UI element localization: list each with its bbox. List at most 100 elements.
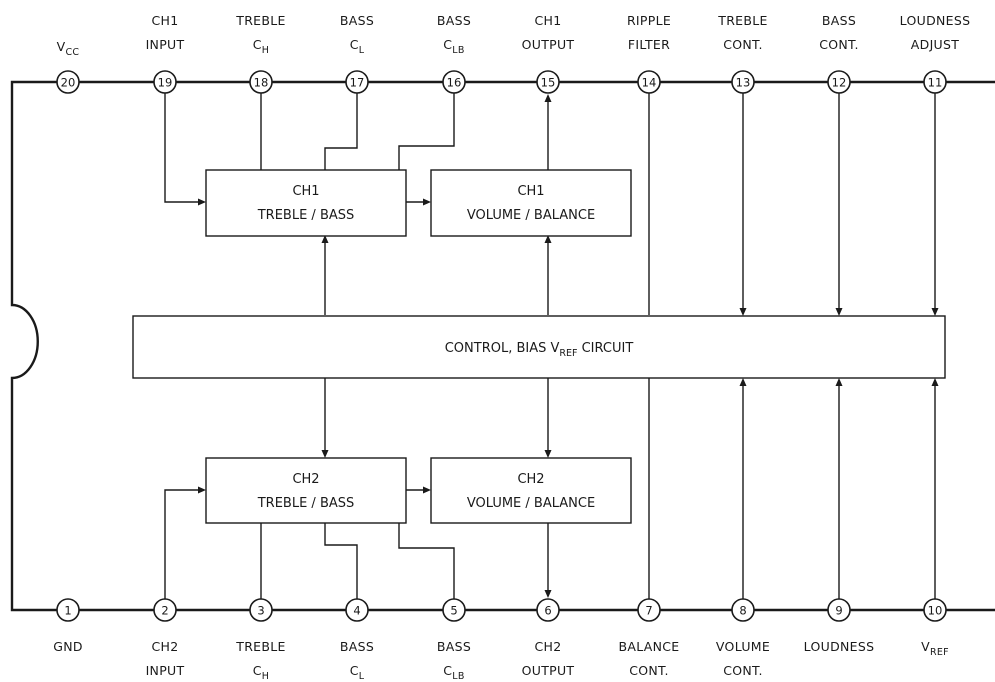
pin-circle	[442, 598, 466, 622]
arrow-down-ch2-vol	[544, 450, 552, 458]
arrow-into-ch2-tone	[198, 486, 206, 494]
top-pin-row: 20VCC19CH1INPUT18TREBLECH17BASSCL16BASSC…	[56, 13, 971, 94]
pin-label: CL	[350, 37, 365, 56]
pin-circle	[923, 70, 947, 94]
pin-number: 1	[64, 604, 71, 618]
pin-circle	[56, 70, 80, 94]
pin-label: FILTER	[628, 37, 670, 52]
pin-number: 16	[447, 76, 462, 90]
wire-pin5	[398, 523, 455, 599]
pin-13: 13 TREBLE CONT.	[717, 13, 767, 94]
block-label: CH1	[292, 184, 319, 199]
pin-label: INPUT	[146, 663, 185, 678]
pin-label: CONT.	[723, 37, 763, 52]
pin-number: 20	[61, 76, 76, 90]
pin-20: 20 VCC	[56, 39, 80, 94]
pin-number: 4	[353, 604, 360, 618]
pin-label: VCC	[57, 39, 80, 58]
pin-label: CL	[350, 663, 365, 682]
pin-label: BASS	[340, 639, 374, 654]
pin-label: CLB	[443, 37, 464, 56]
pin-label: BASS	[822, 13, 856, 28]
pin-number: 17	[350, 76, 365, 90]
block-label: TREBLE / BASS	[257, 496, 355, 511]
pin-label: OUTPUT	[522, 663, 575, 678]
arrow-pin10-up	[931, 378, 939, 386]
arrow-into-ch1-tone	[198, 198, 206, 206]
pin-label: LOUDNESS	[804, 639, 875, 654]
pin-label: CH	[253, 663, 269, 682]
arrow-pin12-down	[835, 308, 843, 316]
arrow-pin8-up	[739, 378, 747, 386]
block-label: VOLUME / BALANCE	[467, 496, 595, 511]
pin-number: 13	[736, 76, 751, 90]
pin-18: 18 TREBLE CH	[235, 13, 285, 94]
bottom-pin-row: 1GND2CH2INPUT3TREBLECH4BASSCL5BASSCLB6CH…	[53, 598, 949, 682]
pin-circle	[442, 70, 466, 94]
pin-label: TREBLE	[235, 13, 285, 28]
wire-pin16	[398, 93, 455, 170]
wire-pin4	[324, 523, 358, 599]
block-ch1-tone: CH1 TREBLE / BASS	[205, 169, 407, 237]
pin-17: 17 BASS CL	[340, 13, 374, 94]
pin-label: OUTPUT	[522, 37, 575, 52]
pin-number: 12	[832, 76, 847, 90]
pin-number: 7	[645, 604, 652, 618]
arrowheads	[198, 94, 939, 598]
pin-circle	[827, 70, 851, 94]
pin-label: CH2	[152, 639, 179, 654]
arrow-into-ch2-vol	[423, 486, 431, 494]
pin-number: 8	[739, 604, 746, 618]
pin-label: CH1	[152, 13, 179, 28]
arrow-pin9-up	[835, 378, 843, 386]
pin-circle	[56, 598, 80, 622]
arrow-to-pin15	[544, 94, 552, 102]
pin-label: BASS	[437, 639, 471, 654]
arrow-up-ch1-tone	[321, 235, 329, 243]
pin-label: LOUDNESS	[900, 13, 971, 28]
pin-number: 11	[928, 76, 943, 90]
pin-number: 15	[541, 76, 556, 90]
block-ch2-tone: CH2 TREBLE / BASS	[205, 457, 407, 524]
pin-circle	[249, 70, 273, 94]
block-ch1-volume: CH1 VOLUME / BALANCE	[430, 169, 632, 237]
block-control-bias: CONTROL, BIAS VREF CIRCUIT	[132, 315, 946, 379]
pin-circle	[536, 598, 560, 622]
pin-circle	[153, 598, 177, 622]
arrow-into-ch1-vol	[423, 198, 431, 206]
pin-label: CONT.	[629, 663, 669, 678]
pin-label: BASS	[340, 13, 374, 28]
pin-label: BASS	[437, 13, 471, 28]
block-label: VOLUME / BALANCE	[467, 208, 595, 223]
pin-16: 16 BASS CLB	[437, 13, 471, 94]
pin-label: INPUT	[146, 37, 185, 52]
pin-circle	[153, 70, 177, 94]
arrow-pin11-down	[931, 308, 939, 316]
pin-label: CH	[253, 37, 269, 56]
pin-label: CONT.	[723, 663, 763, 678]
pin-label: GND	[53, 639, 83, 654]
pin-number: 18	[254, 76, 269, 90]
wire-pin2	[164, 489, 199, 599]
pin-label: TREBLE	[235, 639, 285, 654]
pin-circle	[536, 70, 560, 94]
pin-label: TREBLE	[717, 13, 767, 28]
pin-number: 2	[161, 604, 168, 618]
pin-label: RIPPLE	[627, 13, 671, 28]
wire-pin19	[164, 93, 199, 203]
pin-number: 5	[450, 604, 457, 618]
wire-pin17	[324, 93, 358, 170]
arrow-up-ch1-vol	[544, 235, 552, 243]
pin-circle	[731, 70, 755, 94]
pin-number: 3	[257, 604, 264, 618]
pin-circle	[731, 598, 755, 622]
